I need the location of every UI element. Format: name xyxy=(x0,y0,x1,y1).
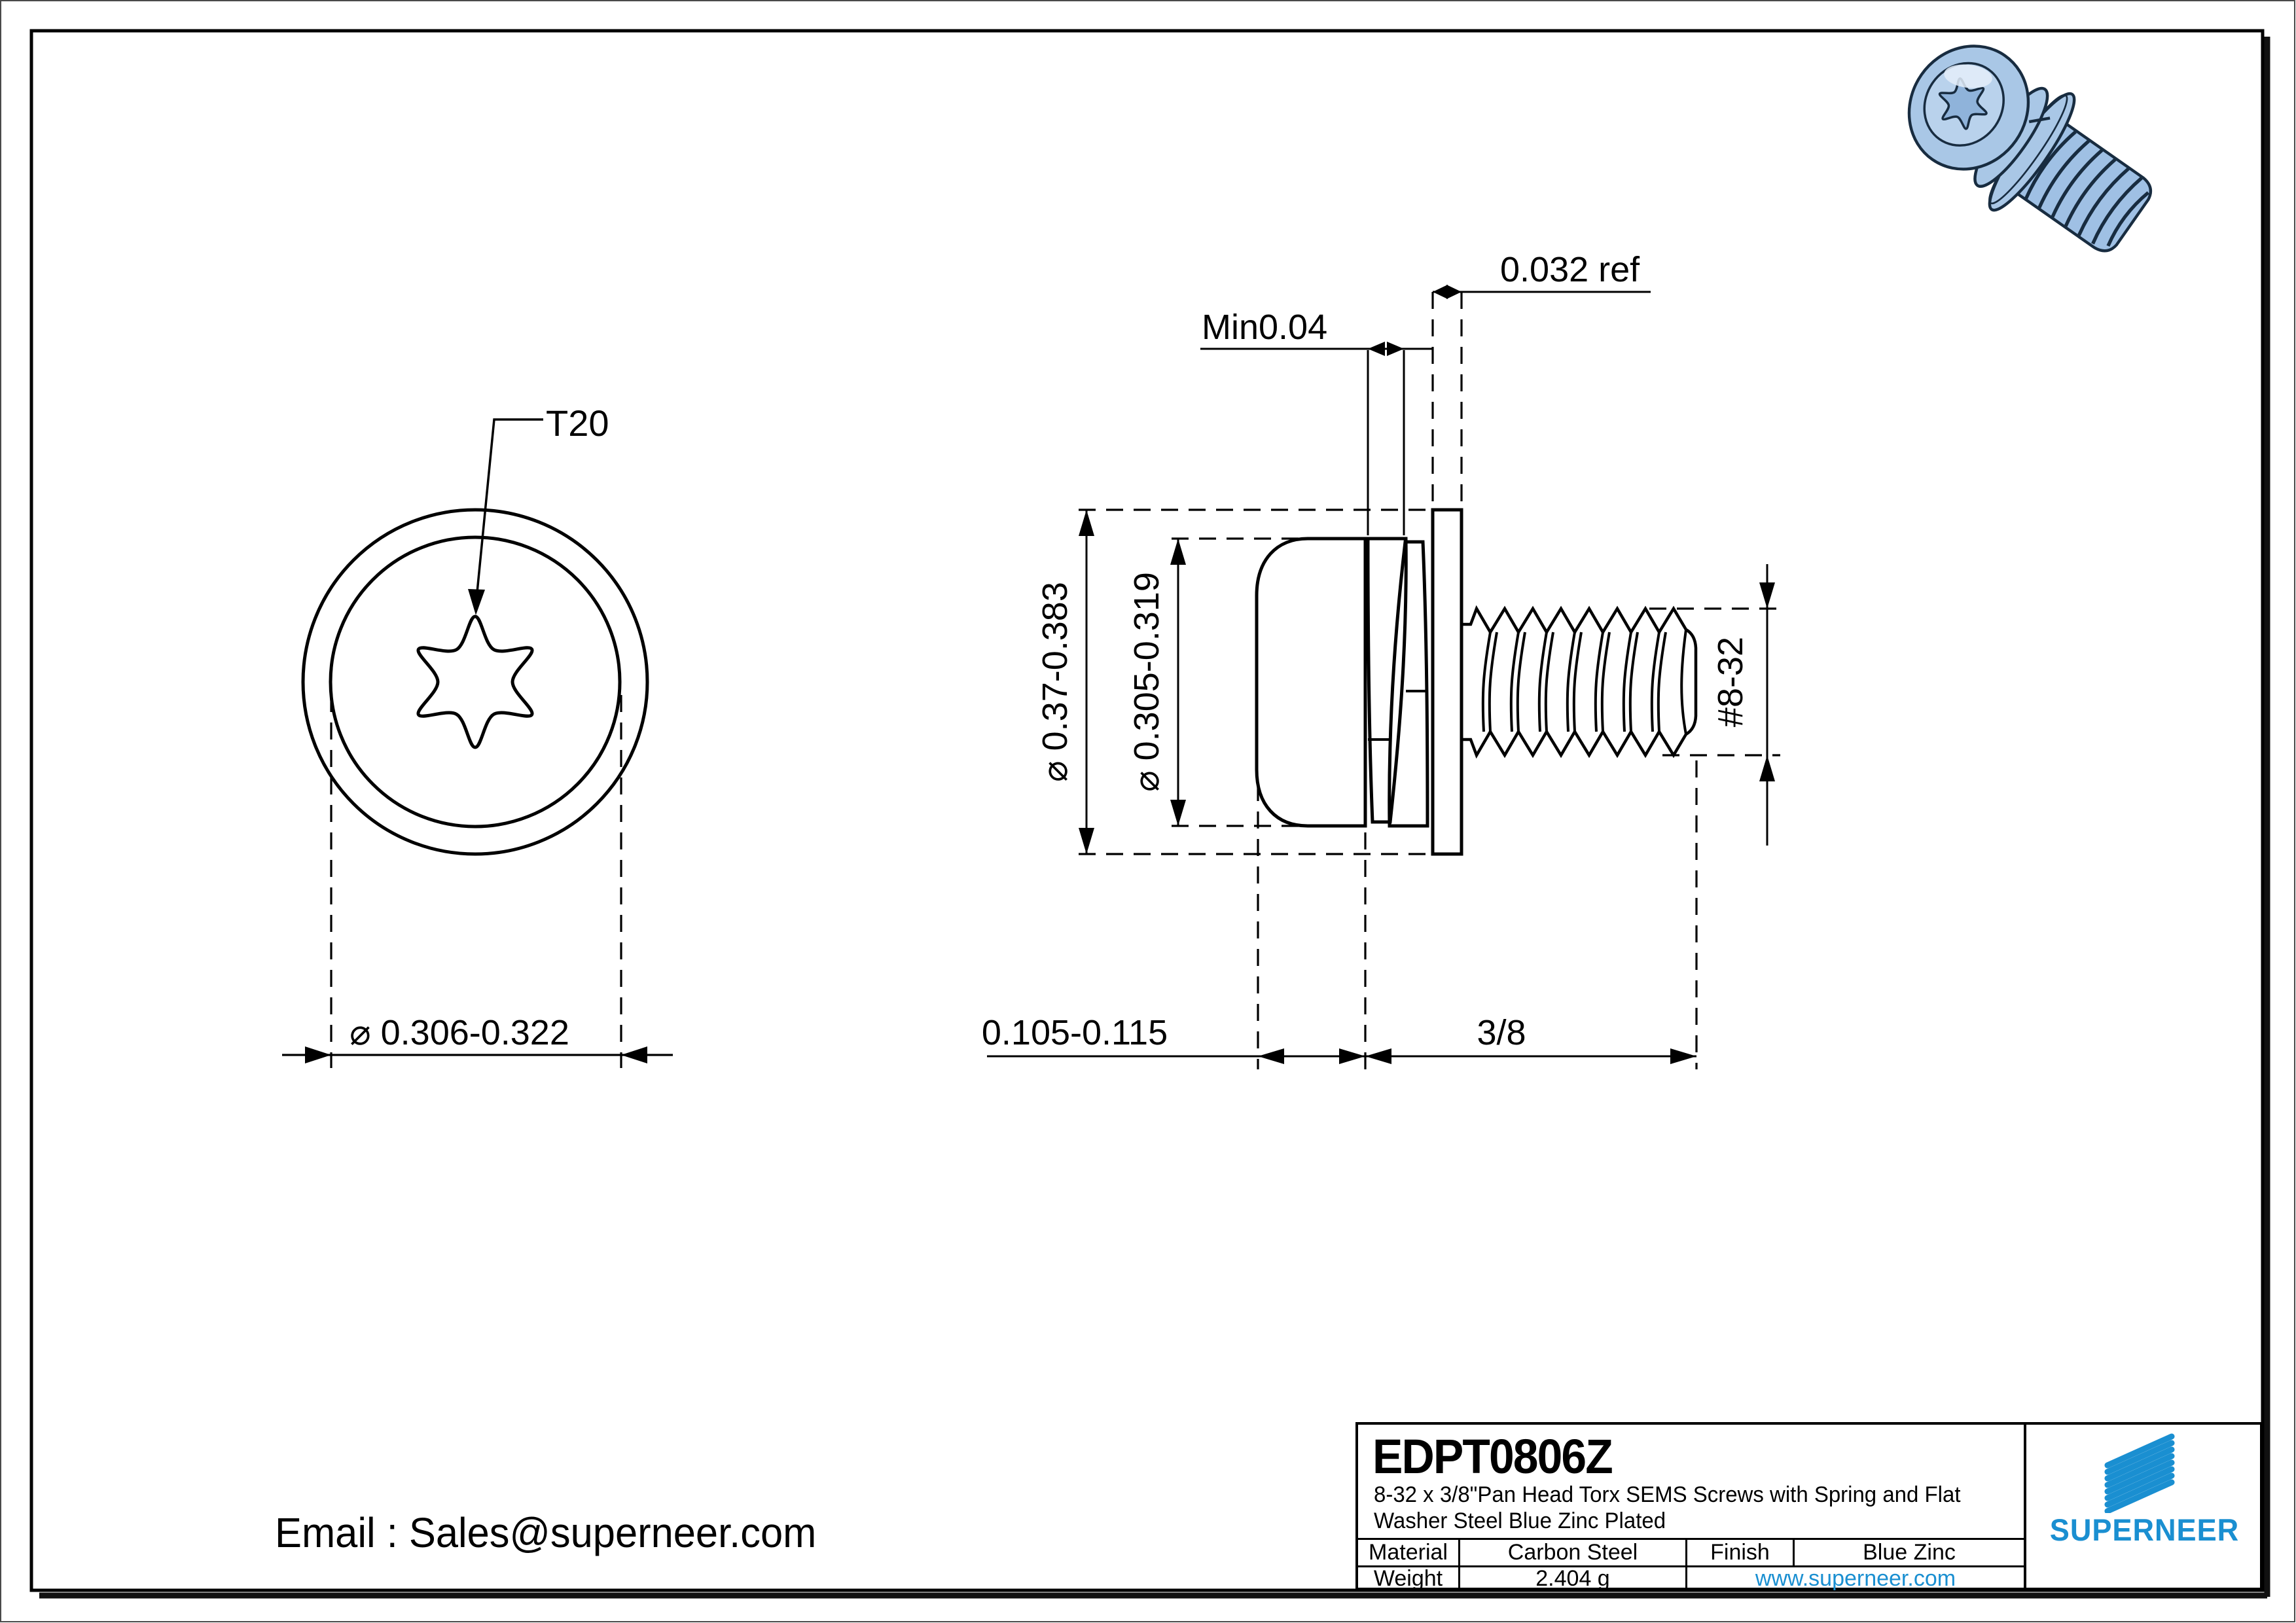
dim-arrow xyxy=(1365,1048,1391,1064)
flat-washer-profile xyxy=(1431,508,1463,856)
pan-head-profile xyxy=(1255,537,1367,828)
thread-profile xyxy=(1462,605,1698,759)
material-value: Carbon Steel xyxy=(1460,1540,1687,1565)
dim-arrow xyxy=(1759,582,1775,609)
dim-arrow xyxy=(1433,285,1448,299)
thread-flank xyxy=(1488,632,1498,732)
weight-website-row: Weight 2.404 g www.superneer.com xyxy=(1358,1565,2024,1591)
dim-arrow xyxy=(1368,342,1385,356)
website-link[interactable]: www.superneer.com xyxy=(1755,1566,1956,1591)
part-description-line2: Washer Steel Blue Zinc Plated xyxy=(1374,1508,1666,1533)
pan-head-outline-front xyxy=(329,535,622,829)
brand-stripes-icon xyxy=(2104,1433,2175,1513)
spring-washer-blade-lower xyxy=(1388,540,1429,828)
thread-end-flank xyxy=(1680,629,1687,735)
torx-leader-line xyxy=(476,418,543,593)
thread-flank xyxy=(1594,632,1604,732)
thread-flank xyxy=(1516,632,1526,732)
spring-thickness-label: Min0.04 xyxy=(1202,308,1327,347)
thread-silhouette xyxy=(1462,605,1698,759)
dim-arrow xyxy=(1170,800,1186,826)
dim-arrow xyxy=(1670,1048,1696,1064)
dim-arrow xyxy=(1759,755,1775,781)
dim-arrow xyxy=(1079,510,1094,536)
weight-label: Weight xyxy=(1358,1566,1460,1591)
weight-value: 2.404 g xyxy=(1460,1566,1687,1591)
head-diameter-label: ⌀ 0.306-0.322 xyxy=(350,1013,569,1052)
torx-size-label: T20 xyxy=(546,402,609,444)
thread-flank xyxy=(1650,632,1660,732)
render-spring-split xyxy=(2028,116,2051,124)
head-od-label: ⌀ 0.305-0.319 xyxy=(1127,572,1166,792)
flat-washer-outline-front xyxy=(301,508,649,856)
dim-arrow xyxy=(1079,828,1094,854)
torx-recess-outline xyxy=(416,615,534,749)
part-description-line1: 8-32 x 3/8"Pan Head Torx SEMS Screws wit… xyxy=(1374,1482,1961,1507)
thread-flank xyxy=(1628,632,1639,732)
thread-flank xyxy=(1509,632,1520,732)
thread-flank xyxy=(1537,632,1548,732)
finish-value: Blue Zinc xyxy=(1863,1540,1956,1565)
brand-name: SUPERNEER xyxy=(2049,1512,2240,1547)
render-highlight xyxy=(1944,64,1992,88)
thread-flank xyxy=(1572,632,1583,732)
front-view xyxy=(282,418,673,1068)
title-block: EDPT0806Z 8-32 x 3/8"Pan Head Torx SEMS … xyxy=(1355,1422,2263,1591)
thread-flank xyxy=(1566,632,1576,732)
head-height-label: 0.105-0.115 xyxy=(982,1013,1168,1052)
render-thread-stripes xyxy=(2024,130,2149,247)
dim-arrow xyxy=(1170,539,1186,565)
screw-3d-render xyxy=(1907,45,2153,253)
drawing-frame xyxy=(29,29,2265,1592)
washer-od-label: ⌀ 0.37-0.383 xyxy=(1035,582,1075,782)
thread-length-label: 3/8 xyxy=(1477,1013,1526,1052)
thread-flank xyxy=(1622,632,1632,732)
dim-arrow xyxy=(621,1046,647,1063)
brand-logo-cell: SUPERNEER xyxy=(2026,1425,2263,1588)
material-label: Material xyxy=(1358,1540,1460,1565)
part-number: EDPT0806Z xyxy=(1372,1429,1613,1484)
dim-arrow xyxy=(1258,1048,1284,1064)
thread-spec-label: #8-32 xyxy=(1711,637,1750,727)
thread-flank xyxy=(1544,632,1554,732)
title-block-main: EDPT0806Z 8-32 x 3/8"Pan Head Torx SEMS … xyxy=(1358,1425,2026,1591)
finish-label: Finish xyxy=(1687,1540,1795,1565)
dim-arrow xyxy=(1387,342,1404,356)
dim-arrow xyxy=(305,1046,331,1063)
sales-email[interactable]: Email : Sales@superneer.com xyxy=(275,1509,817,1556)
dim-arrow xyxy=(1446,285,1462,299)
thread-flank xyxy=(1481,632,1492,732)
washer-thickness-label: 0.032 ref xyxy=(1500,250,1640,289)
thread-flank xyxy=(1657,632,1667,732)
material-finish-row: Material Carbon Steel Finish Blue Zinc xyxy=(1358,1538,2024,1565)
thread-flank xyxy=(1600,632,1611,732)
dim-arrow xyxy=(1339,1048,1365,1064)
side-view xyxy=(987,285,1780,1069)
extension-lines xyxy=(1079,292,1780,1069)
torx-leader-arrow xyxy=(468,589,485,615)
